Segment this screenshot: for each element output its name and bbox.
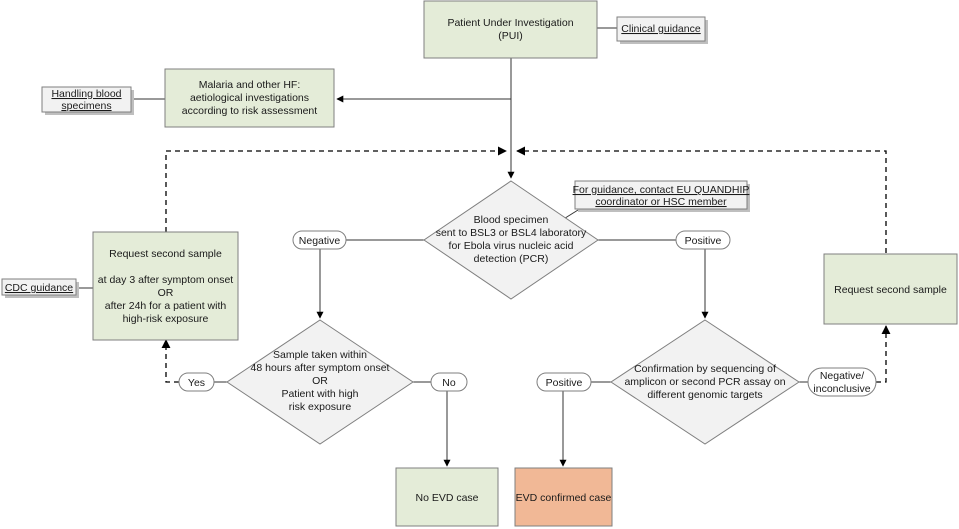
pui-line1: Patient Under Investigation <box>447 17 573 29</box>
request-second-sample-right: Request second sample <box>823 253 958 325</box>
dashed-yes-to-request <box>161 339 179 383</box>
cdc-guidance-link[interactable]: CDC guidance <box>5 282 73 294</box>
dashed-neg-to-request <box>876 325 891 383</box>
clinical-guidance-note[interactable]: Clinical guidance <box>616 16 708 44</box>
dashed-loop-right <box>516 146 887 253</box>
negative-inconclusive-label: Negative/ inconclusive <box>807 367 877 397</box>
specimen-line2: sent to BSL3 or BSL4 laboratory <box>436 227 587 239</box>
dashed-loop-left <box>165 146 507 232</box>
sample-line1: Sample taken within <box>273 349 367 361</box>
pui-box: Patient Under Investigation (PUI) <box>423 0 598 59</box>
positive-confirmed-label: Positive <box>536 372 592 392</box>
specimen-line4: detection (PCR) <box>474 253 549 265</box>
yes-text: Yes <box>188 377 205 389</box>
specimen-line1: Blood specimen <box>474 214 549 226</box>
positive-text: Positive <box>685 235 722 247</box>
quandhip-line1[interactable]: For guidance, contact EU QUANDHIP <box>573 184 750 196</box>
sample-line2: 48 hours after symptom onset <box>251 362 390 374</box>
confirmation-diamond: Confirmation by sequencing of amplicon o… <box>610 319 800 445</box>
blood-specimen-diamond: Blood specimen sent to BSL3 or BSL4 labo… <box>423 180 599 300</box>
request-left-line3: OR <box>158 287 174 299</box>
sample-line5: risk exposure <box>289 401 352 413</box>
sample-line4: Patient with high <box>281 388 358 400</box>
yes-label: Yes <box>178 372 215 392</box>
clinical-guidance-link[interactable]: Clinical guidance <box>621 23 701 35</box>
neg-inconclusive-line2: inconclusive <box>813 383 870 395</box>
handling-blood-note[interactable]: Handling blood specimens <box>41 86 134 115</box>
handling-line1[interactable]: Handling blood <box>51 88 121 100</box>
request-left-line1: Request second sample <box>109 248 222 260</box>
sample-taken-diamond: Sample taken within 48 hours after sympt… <box>226 319 414 445</box>
confirmation-line2: amplicon or second PCR assay on <box>624 376 785 388</box>
no-evd-text: No EVD case <box>415 492 478 504</box>
confirmation-line3: different genomic targets <box>647 389 762 401</box>
evd-confirmed-text: EVD confirmed case <box>516 492 612 504</box>
no-label: No <box>430 372 468 392</box>
request-second-sample-left: Request second sample at day 3 after sym… <box>92 231 239 341</box>
malaria-line1: Malaria and other HF: <box>199 79 301 91</box>
sample-line3: OR <box>312 375 328 387</box>
confirmation-line1: Confirmation by sequencing of <box>634 363 776 375</box>
positive-label: Positive <box>675 230 731 250</box>
cdc-guidance-note[interactable]: CDC guidance <box>1 278 79 298</box>
evd-confirmed-box: EVD confirmed case <box>514 467 613 527</box>
negative-text: Negative <box>299 235 341 247</box>
request-left-line5: high-risk exposure <box>123 313 209 325</box>
request-left-line4: after 24h for a patient with <box>105 300 227 312</box>
neg-inconclusive-line1: Negative/ <box>820 370 864 382</box>
malaria-box: Malaria and other HF: aetiological inves… <box>164 68 335 128</box>
quandhip-note[interactable]: For guidance, contact EU QUANDHIP coordi… <box>573 180 750 212</box>
request-left-line2: at day 3 after symptom onset <box>98 274 233 286</box>
malaria-line3: according to risk assessment <box>182 105 317 117</box>
specimen-line3: for Ebola virus nucleic acid <box>449 240 574 252</box>
request-right-text: Request second sample <box>834 284 947 296</box>
quandhip-line2[interactable]: coordinator or HSC member <box>595 196 727 208</box>
no-text: No <box>442 377 456 389</box>
pui-line2: (PUI) <box>498 30 523 42</box>
malaria-line2: aetiological investigations <box>190 92 309 104</box>
handling-line2[interactable]: specimens <box>61 100 111 112</box>
negative-label: Negative <box>292 230 347 250</box>
positive2-text: Positive <box>546 377 583 389</box>
no-evd-case-box: No EVD case <box>395 467 499 527</box>
